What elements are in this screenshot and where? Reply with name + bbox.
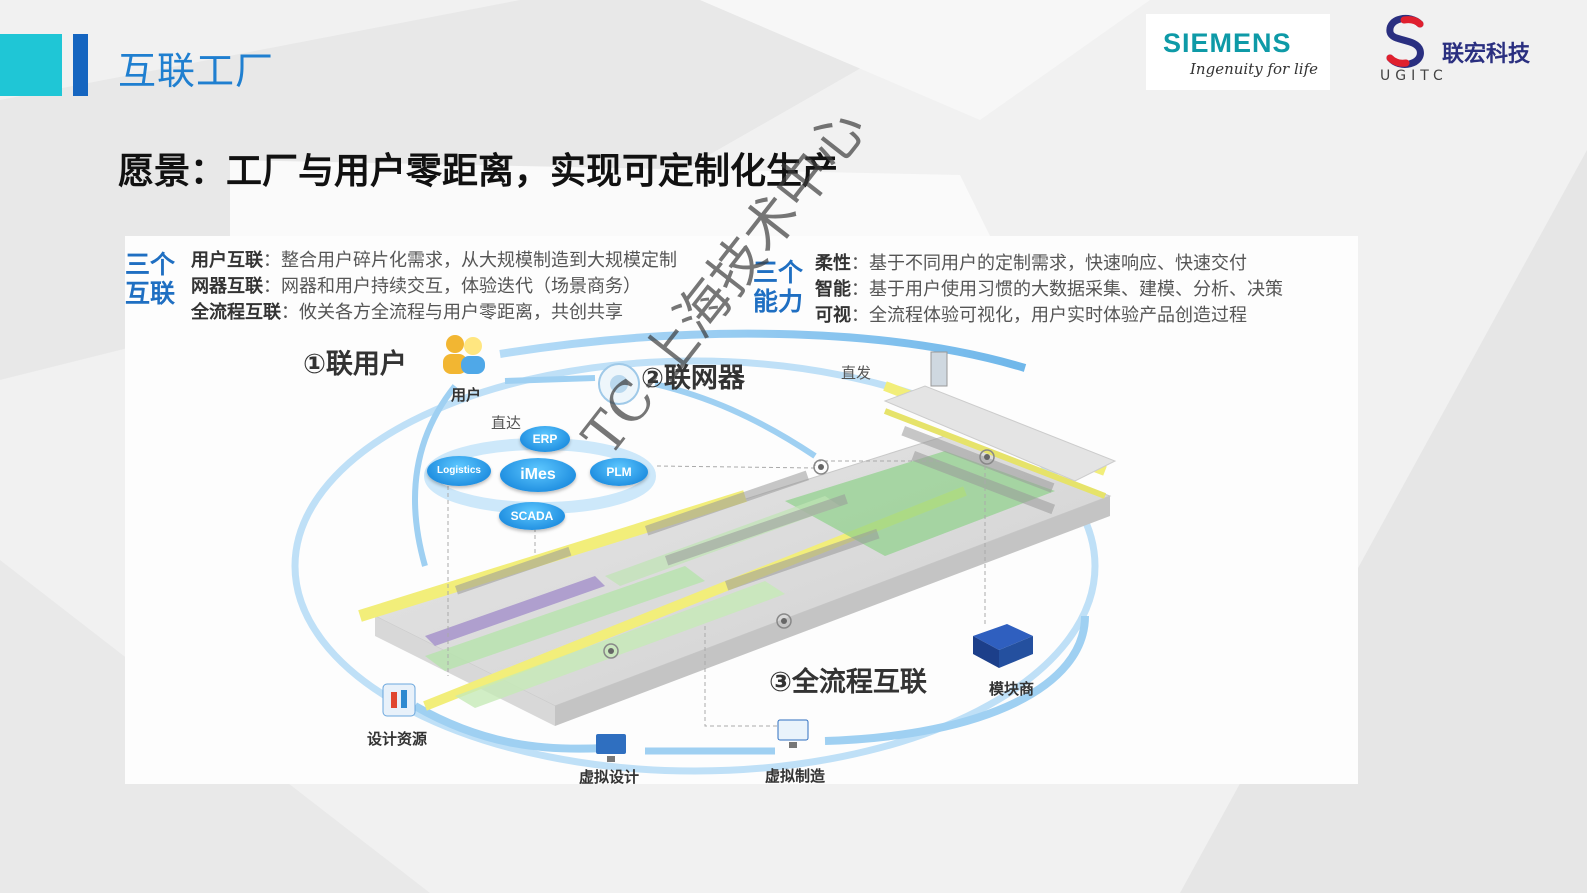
connected-factory-diagram: 三个 互联 用户互联：整合用户碎片化需求，从大规模制造到大规模定制 网器互联：网… (125, 236, 1358, 784)
direct-label: 直达 (491, 414, 522, 432)
virtual-design-label: 虚拟设计 (579, 768, 640, 784)
system-plm: PLM (590, 458, 648, 486)
system-imes: iMes (500, 458, 576, 492)
router-icon (598, 363, 640, 405)
user-label: 用户 (451, 386, 482, 404)
ugitc-s-mark-icon (1386, 14, 1424, 68)
wireless-icon (603, 643, 619, 659)
wireless-icon (776, 613, 792, 629)
title-accent-block (0, 34, 62, 96)
module-supplier-icon (973, 624, 1033, 668)
ugitc-english-name: UGITC (1380, 68, 1448, 84)
siemens-tagline: Ingenuity for life (1190, 60, 1318, 78)
system-logistics: Logistics (427, 456, 491, 486)
system-scada: SCADA (499, 502, 565, 530)
three-links-heading: 三个 互联 (125, 250, 176, 308)
ugitc-chinese-name: 联宏科技 (1442, 42, 1531, 67)
link-device-label: ②联网器 (641, 363, 745, 394)
factory-illustration (291, 329, 1117, 775)
system-erp: ERP (520, 426, 570, 452)
link-row-user: 用户互联：整合用户碎片化需求，从大规模制造到大规模定制 (191, 250, 677, 271)
direct-send-label: 直发 (841, 364, 872, 382)
module-supplier-label: 模块商 (989, 680, 1035, 698)
ability-row-flexible: 柔性：基于不同用户的定制需求，快速响应、快速交付 (815, 253, 1247, 274)
link-process-label: ③全流程互联 (769, 667, 927, 698)
design-resource-icon (382, 683, 416, 717)
vision-statement: 愿景：工厂与用户零距离，实现可定制化生产 (118, 150, 839, 192)
monitor-icon (596, 734, 626, 762)
link-row-device: 网器互联：网器和用户持续交互，体验迭代（场景商务） (191, 276, 641, 297)
link-row-process: 全流程互联：攸关各方全流程与用户零距离，共创共享 (191, 302, 623, 323)
link-user-label: ①联用户 (303, 349, 407, 380)
monitor-icon (777, 719, 809, 748)
siemens-wordmark: SIEMENS (1163, 28, 1292, 58)
virtual-manufacturing-label: 虚拟制造 (765, 767, 826, 784)
ugitc-logo: 联宏科技 UGITC (1378, 14, 1568, 90)
siemens-logo: SIEMENS Ingenuity for life (1146, 14, 1330, 90)
slide-title: 互联工厂 (118, 49, 275, 93)
ability-row-visible: 可视：全流程体验可视化，用户实时体验产品创造过程 (815, 305, 1247, 326)
wireless-icon (813, 459, 829, 475)
user-icon (443, 335, 485, 374)
design-resources-label: 设计资源 (367, 730, 428, 748)
three-abilities-heading: 三个 能力 (753, 258, 804, 316)
ability-row-smart: 智能：基于用户使用习惯的大数据采集、建模、分析、决策 (815, 279, 1283, 300)
title-accent-bar (73, 34, 88, 96)
wireless-icon (979, 449, 995, 465)
